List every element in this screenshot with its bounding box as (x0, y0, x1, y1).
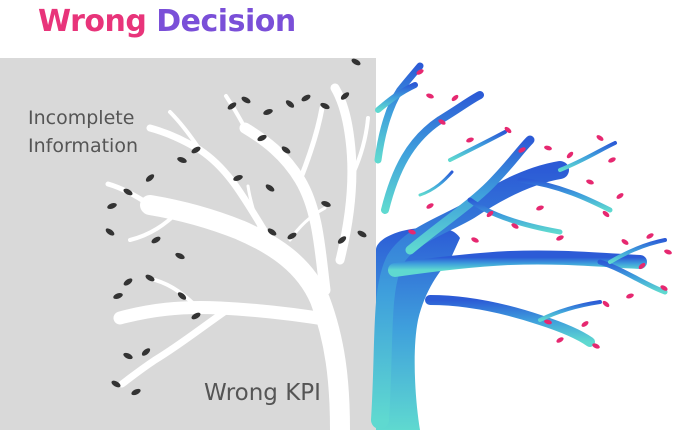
wrong-kpi-label: Wrong KPI (204, 380, 321, 406)
title-word-wrong: Wrong (38, 4, 147, 39)
incomplete-information-label: Incomplete Information (28, 104, 138, 160)
incomplete-line: Incomplete (28, 107, 135, 129)
title-word-decision: Decision (156, 4, 296, 39)
colored-tree-half (371, 62, 672, 430)
dark-leaves (105, 58, 367, 396)
pink-leaves (408, 69, 672, 349)
gray-panel (0, 58, 376, 430)
white-tree-half (105, 58, 370, 430)
information-line: Information (28, 135, 138, 157)
slide-title: Wrong Decision (38, 4, 296, 39)
